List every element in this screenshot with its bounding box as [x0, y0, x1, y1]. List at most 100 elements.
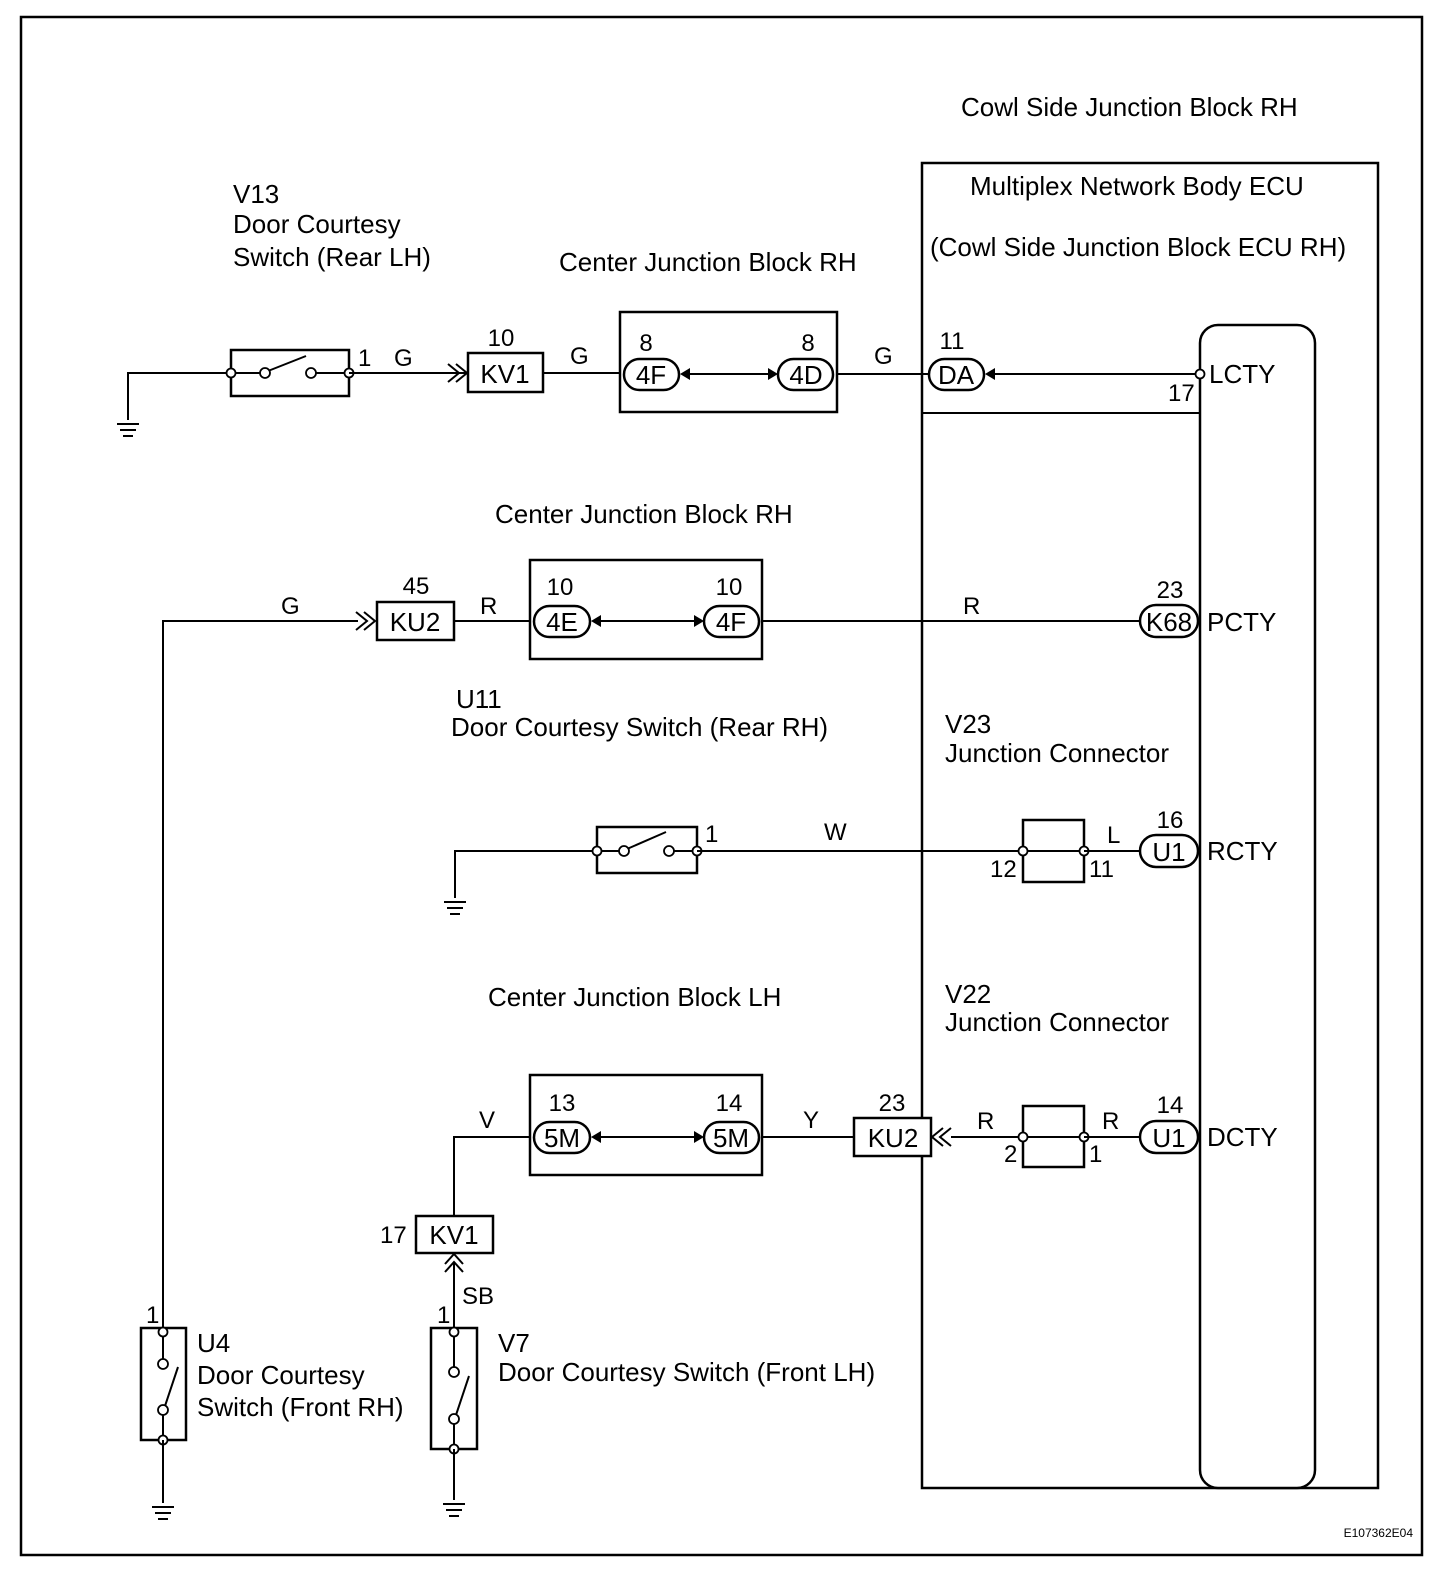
ground-symbol-v13 — [117, 423, 139, 437]
rcty-terminal: RCTY — [1207, 836, 1278, 866]
connector-4d-top-label: 4D — [789, 360, 822, 390]
v22-junction-connector — [1017, 1104, 1090, 1169]
v7-pin: 1 — [437, 1302, 450, 1329]
wire-color-v22-to-u1: R — [1102, 1108, 1119, 1135]
v22-code: V22 — [945, 979, 991, 1009]
cjb-lh-title: Center Junction Block LH — [488, 982, 781, 1012]
v23-pin-left: 12 — [990, 856, 1017, 883]
connector-kv1-top-label: KV1 — [480, 359, 529, 389]
connector-4d-top-pin: 8 — [801, 330, 814, 357]
pin-arrow-4f-mid — [694, 615, 704, 627]
lcty-terminal: LCTY — [1209, 359, 1275, 389]
u11-name: Door Courtesy Switch (Rear RH) — [451, 712, 828, 742]
ground-symbol-u4 — [152, 1506, 174, 1520]
v22-name: Junction Connector — [945, 1007, 1169, 1037]
v13-code: V13 — [233, 179, 279, 209]
connector-u1-dcty-pin: 14 — [1157, 1092, 1184, 1119]
wire-color-cjb-lh-to-ku2: Y — [803, 1107, 819, 1134]
connector-kv1-bottom-label: KV1 — [429, 1220, 478, 1250]
v23-junction-connector — [1017, 818, 1090, 884]
v7-switch — [429, 1326, 479, 1455]
connector-5m-right-label: 5M — [713, 1123, 749, 1153]
connector-kv1-bottom — [414, 1214, 495, 1255]
pin-arrow-4d-top — [768, 368, 778, 380]
connector-5m-right — [702, 1120, 761, 1155]
connector-ku2-mid — [375, 600, 456, 642]
v23-pin-right: 11 — [1089, 856, 1114, 883]
connector-4e-mid-label: 4E — [546, 607, 578, 637]
connector-u1-rcty — [1138, 833, 1200, 869]
wire-color-ku2-to-v22: R — [977, 1108, 994, 1135]
wire-color-u11-to-v23: W — [824, 819, 847, 846]
u4-switch — [139, 1326, 188, 1446]
connector-arrow-ku2-bottom — [930, 1127, 952, 1147]
wire-color-cjb-to-k68: R — [963, 593, 980, 620]
ecu-block-outline — [920, 161, 1380, 1490]
dcty-terminal: DCTY — [1207, 1122, 1278, 1152]
lcty-pin: 17 — [1168, 380, 1195, 407]
v23-name: Junction Connector — [945, 738, 1169, 768]
wire-color-cjb-to-ecu-top: G — [874, 343, 893, 370]
wire-color-ku2-to-cjb: R — [480, 593, 497, 620]
ecu-subtitle: (Cowl Side Junction Block ECU RH) — [930, 232, 1346, 262]
connector-5m-right-pin: 14 — [716, 1090, 743, 1117]
connector-kv1-top-pin: 10 — [488, 325, 515, 352]
u4-code: U4 — [197, 1328, 230, 1358]
u11-switch — [591, 825, 703, 875]
wire-color-v7-to-kv1: SB — [462, 1283, 494, 1310]
connector-k68 — [1138, 603, 1200, 639]
connector-5m-left — [532, 1120, 592, 1155]
connector-u1-rcty-pin: 16 — [1157, 807, 1184, 834]
connector-da — [927, 357, 986, 392]
ecu-title: Multiplex Network Body ECU — [970, 171, 1304, 201]
figure-id: E107362E04 — [1344, 1526, 1414, 1540]
connector-u1-dcty-label: U1 — [1152, 1123, 1185, 1153]
connector-ku2-bottom-label: KU2 — [868, 1123, 919, 1153]
connector-ku2-bottom-pin: 23 — [879, 1090, 906, 1117]
connector-4f-mid-label: 4F — [716, 607, 746, 637]
v13-switch — [225, 348, 355, 398]
connector-ku2-mid-pin: 45 — [403, 573, 430, 600]
u4-name-line1: Door Courtesy — [197, 1360, 365, 1390]
connector-ku2-mid-label: KU2 — [390, 607, 441, 637]
pin-arrow-4e-mid — [591, 615, 601, 627]
u4-name-line2: Switch (Front RH) — [197, 1392, 404, 1422]
connector-u1-rcty-label: U1 — [1152, 837, 1185, 867]
connector-kv1-top — [466, 351, 545, 394]
u4-pin: 1 — [146, 1302, 159, 1329]
wire-color-v13-out: G — [394, 345, 413, 372]
connector-4f-top-pin: 8 — [639, 330, 652, 357]
wire-color-u4-to-ku2: G — [281, 593, 300, 620]
v13-pin: 1 — [358, 345, 371, 372]
wire-color-v23-to-u1: L — [1107, 822, 1120, 849]
connector-k68-pin: 23 — [1157, 577, 1184, 604]
v13-name-line2: Switch (Rear LH) — [233, 242, 431, 272]
wire-color-kv1-to-cjb: G — [570, 343, 589, 370]
connector-da-label: DA — [938, 360, 975, 390]
v13-name-line1: Door Courtesy — [233, 209, 401, 239]
connector-5m-left-label: 5M — [544, 1123, 580, 1153]
v22-pin-left: 2 — [1004, 1141, 1017, 1168]
cowl-block-title: Cowl Side Junction Block RH — [961, 92, 1298, 122]
connector-4e-mid-pin: 10 — [547, 574, 574, 601]
v22-pin-right: 1 — [1089, 1141, 1102, 1168]
ground-symbol-v7 — [443, 1503, 465, 1517]
pin-arrow-da — [985, 368, 995, 380]
ecu-body — [1198, 323, 1317, 1490]
connector-kv1-bottom-pin: 17 — [380, 1222, 407, 1249]
connector-arrow-ku2-mid — [355, 611, 377, 631]
connector-4d-top — [776, 357, 835, 392]
u11-pin: 1 — [705, 821, 718, 848]
wire-color-kv1-to-cjb-lh: V — [479, 1107, 495, 1134]
connector-da-pin: 11 — [940, 328, 965, 355]
pin-arrow-4f-top — [680, 368, 690, 380]
connector-4f-top-label: 4F — [636, 360, 666, 390]
connector-k68-label: K68 — [1146, 607, 1192, 637]
connector-4f-mid-pin: 10 — [716, 574, 743, 601]
diagram-frame — [19, 15, 1424, 1557]
v7-code: V7 — [498, 1328, 530, 1358]
connector-4f-top — [622, 357, 681, 392]
ground-symbol-u11 — [444, 901, 466, 915]
v23-code: V23 — [945, 709, 991, 739]
